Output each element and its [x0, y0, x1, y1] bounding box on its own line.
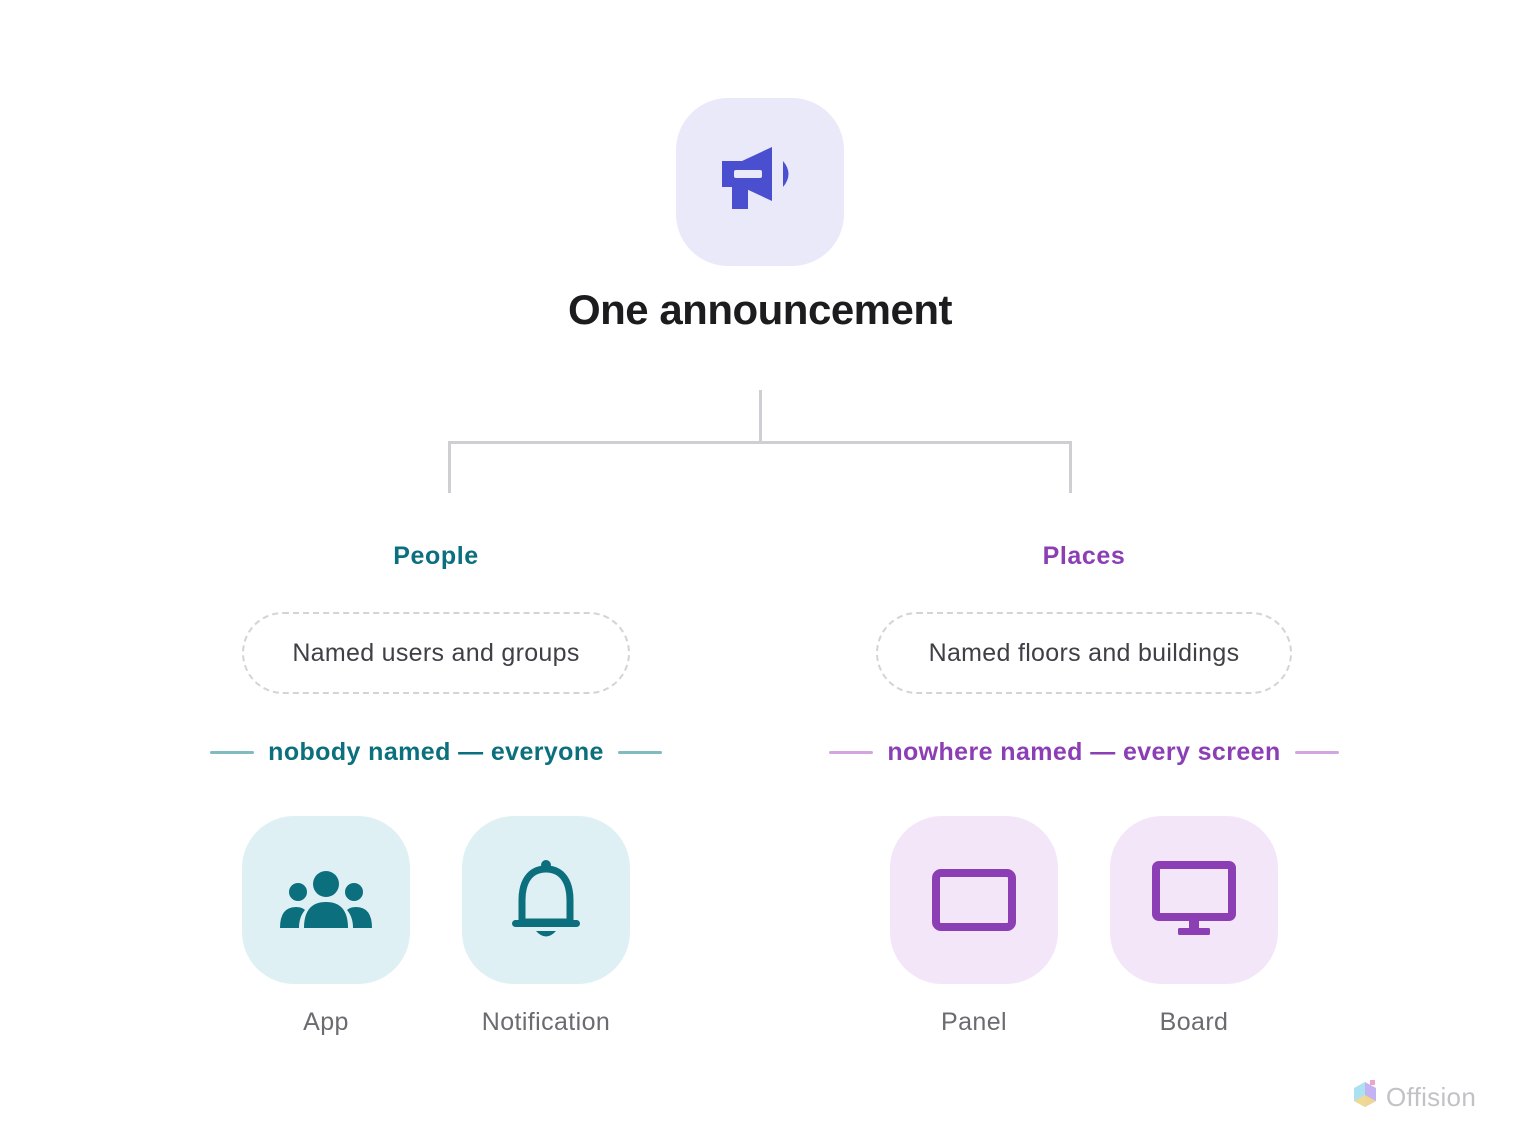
- places-title: Places: [1042, 542, 1126, 570]
- brand-name: Offision: [1386, 1081, 1477, 1112]
- people-title: People: [393, 542, 479, 570]
- channel-board-tile: [1110, 816, 1278, 984]
- channel-app-tile: [242, 816, 410, 984]
- root-tile: [676, 98, 844, 266]
- channel-panel-tile: [890, 816, 1058, 984]
- rule-line-left: [210, 750, 255, 754]
- brand-watermark: Offision: [1352, 1079, 1477, 1115]
- channel-app-label: App: [303, 1008, 349, 1036]
- users-group-icon: [280, 870, 372, 930]
- tablet-icon: [932, 869, 1016, 931]
- channel-notification-label: Notification: [481, 1008, 611, 1036]
- connector-left: [448, 441, 451, 493]
- people-default-text: nobody named — everyone: [268, 737, 604, 766]
- people-scope-pill: Named users and groups: [242, 612, 630, 694]
- rule-line-right: [617, 750, 662, 754]
- connector-stem: [759, 390, 762, 442]
- places-default-text: nowhere named — every screen: [887, 737, 1281, 766]
- diagram-title: One announcement: [567, 286, 953, 333]
- places-scope-pill: Named floors and buildings: [876, 612, 1292, 694]
- rule-line-left: [829, 750, 874, 754]
- connector-bar: [448, 441, 1072, 444]
- places-default-rule: nowhere named — every screen: [784, 732, 1384, 772]
- channel-board-label: Board: [1159, 1008, 1229, 1036]
- rule-line-right: [1294, 750, 1339, 754]
- bell-icon: [510, 860, 582, 940]
- channel-panel-label: Panel: [941, 1008, 1007, 1036]
- monitor-icon: [1152, 861, 1236, 939]
- people-default-rule: nobody named — everyone: [176, 732, 696, 772]
- channel-notification-tile: [462, 816, 630, 984]
- megaphone-icon: [720, 147, 800, 217]
- offision-logo-icon: [1352, 1079, 1378, 1115]
- connector-right: [1069, 441, 1072, 493]
